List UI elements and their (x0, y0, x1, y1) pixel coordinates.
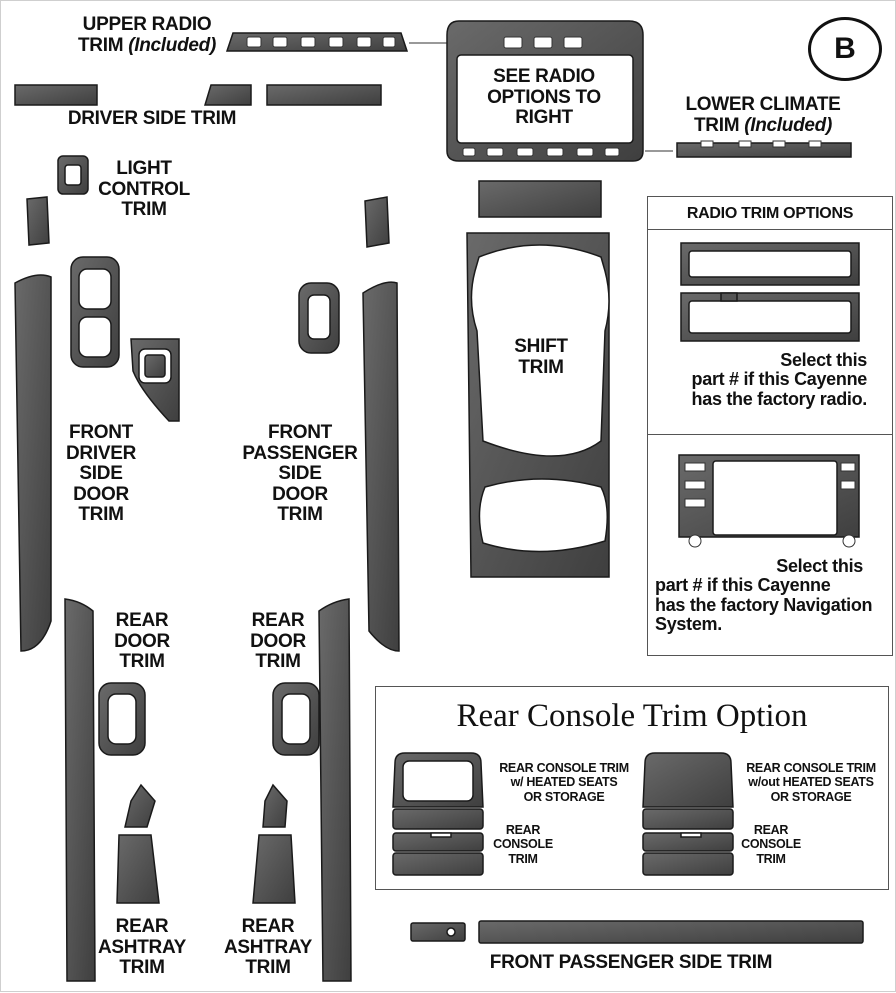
rear-console-heated-trim-part (392, 752, 484, 876)
console-strip-part (478, 180, 602, 218)
passenger-small-trim-part (364, 196, 390, 248)
front-passenger-side-trim-part (410, 920, 864, 944)
rear-ashtray-left-trim-part (116, 783, 160, 904)
light-control-trim-label: LIGHT CONTROL TRIM (98, 158, 190, 221)
rear-console-no-heated-trim-part (642, 752, 734, 876)
front-passenger-side-trim-label: FRONT PASSENGER SIDE TRIM (489, 952, 773, 973)
rear-door-right-trim-part (272, 598, 352, 982)
kit-letter-badge: B (808, 17, 882, 81)
driver-small-trim-part (26, 196, 50, 246)
rear-console-left-label: REAR CONSOLE TRIM (493, 823, 553, 866)
shift-trim-label: SHIFT TRIM (514, 336, 568, 378)
radio-options-section-divider (647, 434, 893, 435)
rear-door-left-trim-label: REAR DOOR TRIM (114, 610, 170, 673)
upper-radio-trim-part (225, 32, 409, 52)
front-passenger-door-trim-label: FRONT PASSENGER SIDE DOOR TRIM (242, 422, 358, 526)
radio-trim-options-panel (647, 196, 893, 656)
rear-console-right-label: REAR CONSOLE TRIM (741, 823, 801, 866)
lower-climate-trim-label: LOWER CLIMATE TRIM (Included) (685, 94, 841, 136)
factory-radio-trim-part (680, 242, 860, 342)
rear-door-left-trim-part (64, 598, 146, 982)
rear-console-option-title: Rear Console Trim Option (456, 698, 808, 734)
rear-ashtray-right-trim-part (252, 783, 296, 904)
factory-nav-trim-part (678, 454, 860, 548)
lower-climate-trim-part (676, 140, 852, 158)
driver-side-trim-part (14, 84, 382, 106)
light-control-trim-part (57, 155, 89, 195)
rear-console-heated-label: REAR CONSOLE TRIM w/ HEATED SEATS OR STO… (499, 761, 629, 804)
factory-radio-option-text: Select this part # if this Cayenne has t… (691, 350, 868, 409)
front-driver-door-trim-label: FRONT DRIVER SIDE DOOR TRIM (66, 422, 136, 526)
driver-side-trim-label: DRIVER SIDE TRIM (67, 108, 237, 129)
radio-trim-options-title: RADIO TRIM OPTIONS (686, 205, 854, 222)
radio-options-title-divider (647, 229, 893, 230)
shift-trim-part (466, 232, 610, 578)
rear-ashtray-right-trim-label: REAR ASHTRAY TRIM (224, 916, 312, 979)
center-radio-bezel-part (446, 20, 644, 162)
front-passenger-door-trim-part (298, 281, 400, 652)
rear-console-no-heated-label: REAR CONSOLE TRIM w/out HEATED SEATS OR … (746, 761, 876, 804)
rear-ashtray-left-trim-label: REAR ASHTRAY TRIM (98, 916, 186, 979)
front-driver-door-trim-part (14, 256, 180, 652)
rear-door-right-trim-label: REAR DOOR TRIM (250, 610, 306, 673)
upper-radio-trim-label: UPPER RADIO TRIM (Included) (78, 14, 216, 56)
factory-nav-option-text: Select this part # if this Cayenne has t… (655, 556, 873, 635)
see-radio-options-label: SEE RADIO OPTIONS TO RIGHT (487, 66, 601, 129)
rear-console-option-panel (375, 686, 889, 890)
